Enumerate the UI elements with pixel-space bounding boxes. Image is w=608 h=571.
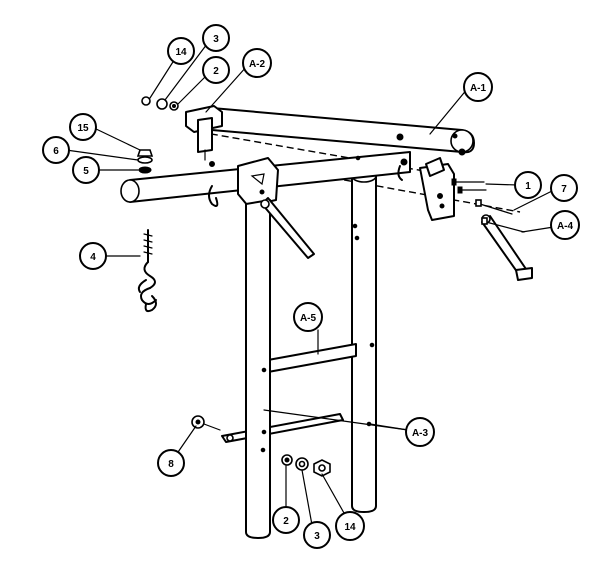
callout-3-top: 3 bbox=[202, 24, 230, 52]
callout-a4: A-4 bbox=[550, 210, 580, 240]
callout-3-bottom: 3 bbox=[303, 521, 331, 549]
callout-5: 5 bbox=[72, 156, 100, 184]
callout-3-top-label: 3 bbox=[213, 34, 219, 45]
callout-a3: A-3 bbox=[405, 417, 435, 447]
s-hook-part-4 bbox=[137, 229, 157, 313]
leader-lines bbox=[65, 39, 561, 526]
callout-a2-label: A-2 bbox=[249, 59, 266, 70]
rear-top-tube-a1 bbox=[211, 107, 475, 154]
callout-a2: A-2 bbox=[242, 48, 272, 78]
callout-1: 1 bbox=[514, 171, 542, 199]
callout-6: 6 bbox=[42, 136, 70, 164]
callout-2-bottom: 2 bbox=[272, 506, 300, 534]
callout-14-bottom-label: 14 bbox=[344, 522, 356, 533]
callout-a5-label: A-5 bbox=[300, 313, 317, 324]
callout-2-top: 2 bbox=[202, 56, 230, 84]
right-bracket bbox=[419, 157, 455, 221]
diagonal-brace-a4-left bbox=[260, 197, 315, 259]
left-leg-a3 bbox=[245, 199, 271, 539]
callout-a4-label: A-4 bbox=[557, 221, 574, 232]
hardware-left-stack bbox=[136, 149, 154, 174]
callout-7-label: 7 bbox=[561, 184, 567, 195]
callout-7: 7 bbox=[550, 174, 578, 202]
callout-6-label: 6 bbox=[53, 146, 59, 157]
callout-1-label: 1 bbox=[525, 181, 531, 192]
bolts-1-and-7 bbox=[451, 178, 525, 233]
hardware-top-nuts bbox=[141, 96, 179, 111]
callout-15-label: 15 bbox=[77, 123, 89, 134]
callout-5-label: 5 bbox=[83, 166, 89, 177]
callout-a1: A-1 bbox=[463, 72, 493, 102]
right-leg-a3 bbox=[351, 167, 377, 513]
callout-4: 4 bbox=[79, 242, 107, 270]
callout-2-top-label: 2 bbox=[213, 66, 219, 77]
callout-2-bottom-label: 2 bbox=[283, 516, 289, 527]
bracket-a2 bbox=[185, 105, 223, 161]
callout-a1-label: A-1 bbox=[470, 83, 487, 94]
callout-14-top-label: 14 bbox=[175, 47, 187, 58]
callout-3-bottom-label: 3 bbox=[314, 531, 320, 542]
callout-a5: A-5 bbox=[293, 302, 323, 332]
callout-8: 8 bbox=[157, 449, 185, 477]
callout-4-label: 4 bbox=[90, 252, 96, 263]
callout-8-label: 8 bbox=[168, 459, 174, 470]
callout-15: 15 bbox=[69, 113, 97, 141]
diagonal-brace-a4-right bbox=[481, 214, 533, 281]
tube-shackles bbox=[208, 148, 466, 207]
callout-14-top: 14 bbox=[167, 37, 195, 65]
callout-a3-label: A-3 bbox=[412, 428, 429, 439]
center-bracket bbox=[237, 157, 279, 207]
callout-14-bottom: 14 bbox=[335, 511, 365, 541]
cross-bar-a5 bbox=[267, 343, 357, 373]
